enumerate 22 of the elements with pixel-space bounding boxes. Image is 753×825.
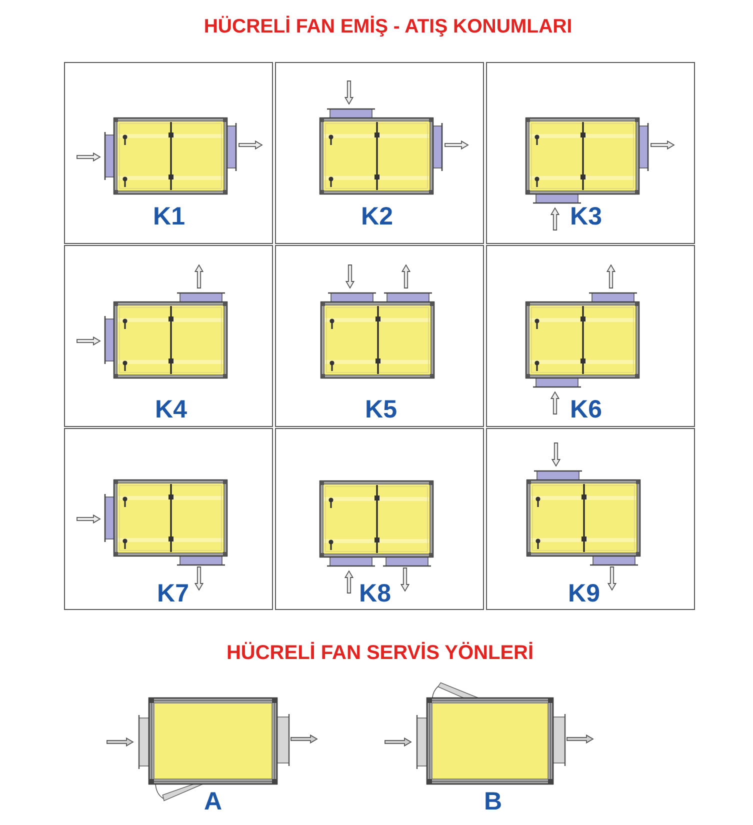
position-label: K4 (155, 398, 187, 422)
position-label: K9 (568, 582, 600, 606)
position-panel (275, 428, 484, 610)
section-heading: HÜCRELİ FAN SERVİS YÖNLERİ (226, 640, 534, 666)
position-label: K2 (361, 204, 393, 230)
title: HÜCRELİ FAN EMİŞ - ATIŞ KONUMLARI (204, 14, 572, 40)
position-label: K7 (157, 582, 189, 606)
position-panel (64, 428, 273, 610)
position-label: K1 (153, 204, 185, 230)
position-panel (64, 62, 273, 244)
position-panel (275, 245, 484, 427)
position-panel (486, 245, 695, 427)
position-label: K8 (359, 582, 391, 606)
position-label: K5 (365, 398, 397, 422)
position-label: K3 (570, 204, 602, 230)
position-panel (275, 62, 484, 244)
position-panel (486, 62, 695, 244)
view-label: B (484, 790, 502, 814)
position-panel (486, 428, 695, 610)
position-panel (64, 245, 273, 427)
position-label: K6 (570, 398, 602, 422)
view-label: A (204, 790, 222, 814)
